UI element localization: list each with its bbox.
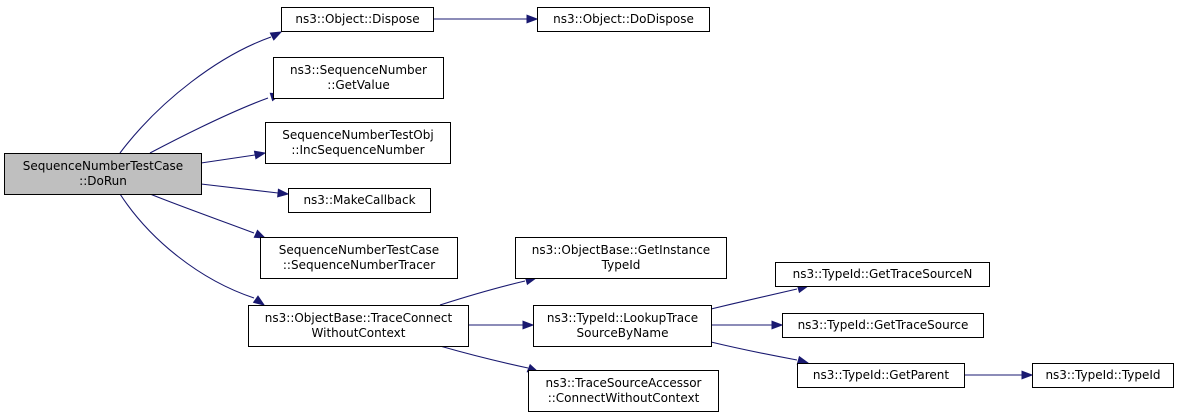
node-label: ns3::TypeId::LookupTrace	[547, 311, 698, 325]
node-box	[1032, 363, 1174, 388]
node-n11[interactable]: ns3::TypeId::GetTraceSourceN	[775, 262, 990, 287]
node-box	[288, 188, 431, 213]
node-label: ns3::MakeCallback	[303, 193, 415, 207]
node-box	[281, 7, 434, 32]
node-box	[265, 122, 451, 164]
edge-line	[439, 345, 529, 369]
arrowhead-icon	[526, 14, 539, 24]
node-label: ::SequenceNumberTracer	[283, 258, 435, 272]
node-n12[interactable]: ns3::TypeId::GetTraceSource	[782, 313, 984, 338]
node-n10[interactable]: ns3::TraceSourceAccessor::ConnectWithout…	[528, 370, 719, 412]
edge-line	[119, 36, 272, 154]
edge-n7-n9	[468, 320, 535, 330]
arrowhead-icon	[253, 150, 267, 160]
node-label: ns3::SequenceNumber	[290, 63, 427, 77]
arrowhead-icon	[1021, 370, 1034, 380]
node-label: ::DoRun	[79, 174, 127, 188]
node-box	[260, 237, 458, 279]
edge-n0-n7	[119, 193, 266, 306]
node-box	[528, 370, 719, 412]
node-n2[interactable]: ns3::Object::DoDispose	[537, 7, 710, 32]
node-label: ::IncSequenceNumber	[291, 143, 424, 157]
node-box	[273, 57, 444, 99]
node-box	[248, 305, 469, 347]
node-label: ns3::Object::DoDispose	[553, 12, 694, 26]
node-n1[interactable]: ns3::Object::Dispose	[281, 7, 434, 32]
arrowhead-icon	[253, 229, 267, 239]
node-n14[interactable]: ns3::TypeId::TypeId	[1032, 363, 1174, 388]
edge-line	[710, 288, 798, 310]
node-n0: SequenceNumberTestCase::DoRun	[4, 153, 202, 195]
node-label: SourceByName	[577, 326, 669, 340]
edge-n7-n10	[439, 345, 540, 373]
arrowhead-icon	[277, 188, 290, 198]
edge-n0-n6	[149, 193, 267, 239]
node-label: ns3::TraceSourceAccessor	[546, 376, 702, 390]
arrowhead-icon	[771, 320, 784, 330]
edge-n9-n13	[710, 341, 810, 365]
node-label: SequenceNumberTestCase	[279, 243, 439, 257]
arrowhead-icon	[522, 320, 535, 330]
node-box	[797, 363, 965, 388]
node-label: ns3::TypeId::GetTraceSource	[798, 318, 969, 332]
node-n3[interactable]: ns3::SequenceNumber::GetValue	[273, 57, 444, 99]
arrowhead-icon	[252, 295, 266, 306]
node-label: ns3::Object::Dispose	[295, 12, 419, 26]
node-label: ::ConnectWithoutContext	[548, 391, 700, 405]
node-label: ::GetValue	[327, 78, 389, 92]
node-label: ns3::TypeId::GetTraceSourceN	[793, 267, 973, 281]
node-box	[782, 313, 984, 338]
edge-n0-n5	[200, 183, 290, 198]
node-n5[interactable]: ns3::MakeCallback	[288, 188, 431, 213]
edge-line	[439, 280, 526, 306]
node-label: ns3::ObjectBase::TraceConnect	[265, 311, 453, 325]
node-box	[775, 262, 990, 287]
edge-n7-n8	[439, 276, 538, 306]
edge-line	[200, 183, 279, 194]
node-label: ns3::ObjectBase::GetInstance	[532, 243, 710, 257]
node-box	[515, 237, 727, 279]
node-box	[533, 305, 712, 347]
edge-line	[200, 154, 256, 164]
edge-n0-n3	[149, 92, 283, 154]
node-label: WithoutContext	[312, 326, 406, 340]
node-n4[interactable]: SequenceNumberTestObj::IncSequenceNumber	[265, 122, 451, 164]
edge-n13-n14	[964, 370, 1034, 380]
edge-line	[119, 193, 255, 299]
edge-n9-n11	[710, 284, 810, 310]
node-label: TypeId	[601, 258, 641, 272]
node-n6[interactable]: SequenceNumberTestCase::SequenceNumberTr…	[260, 237, 458, 279]
node-layer: SequenceNumberTestCase::DoRunns3::Object…	[4, 7, 1174, 412]
node-box	[4, 153, 202, 195]
node-n7[interactable]: ns3::ObjectBase::TraceConnectWithoutCont…	[248, 305, 469, 347]
edge-line	[149, 97, 269, 154]
node-label: ns3::TypeId::GetParent	[813, 368, 949, 382]
node-box	[537, 7, 710, 32]
edge-n1-n2	[433, 14, 539, 24]
node-label: SequenceNumberTestObj	[282, 128, 433, 142]
edge-line	[149, 193, 255, 234]
arrowhead-icon	[269, 31, 283, 41]
node-n13[interactable]: ns3::TypeId::GetParent	[797, 363, 965, 388]
node-label: SequenceNumberTestCase	[23, 159, 183, 173]
arrowhead-icon	[796, 355, 810, 365]
edge-n9-n12	[711, 320, 784, 330]
edge-line	[710, 341, 798, 361]
edge-n0-n1	[119, 31, 283, 154]
edge-n0-n4	[200, 150, 267, 164]
node-label: ns3::TypeId::TypeId	[1045, 368, 1160, 382]
